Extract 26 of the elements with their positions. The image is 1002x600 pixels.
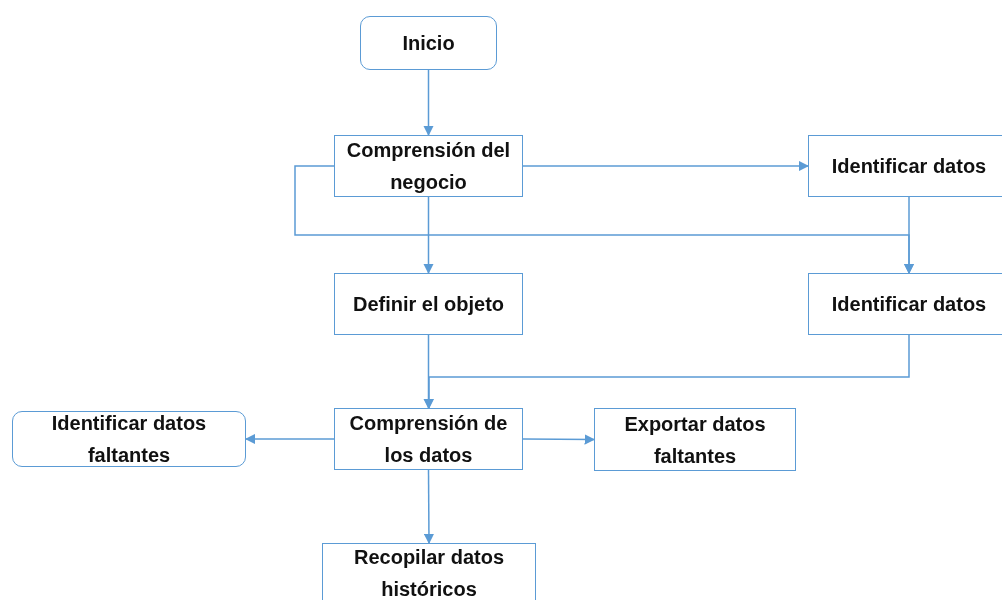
process-box — [334, 273, 523, 335]
arrow — [423, 69, 434, 137]
process-box — [808, 135, 1002, 197]
terminal-box — [12, 411, 246, 467]
process-box — [322, 543, 536, 600]
arrow — [522, 160, 810, 172]
arrow — [423, 469, 435, 545]
node-label: Comprensión del negocio — [345, 138, 512, 195]
arrow — [423, 196, 434, 275]
arrow — [903, 196, 915, 275]
process-box — [334, 408, 523, 470]
arrow — [244, 433, 335, 445]
node-label: Comprensión de los datos — [348, 411, 509, 468]
node-label: Recopilar datos históricos — [352, 545, 505, 600]
node-label: Exportar datos faltantes — [623, 411, 767, 469]
process-box — [334, 135, 523, 197]
node-label: Identificar datos — [831, 154, 987, 179]
arrow — [522, 434, 596, 445]
terminal-box — [360, 16, 497, 70]
node-label: Identificar datos faltantes — [50, 411, 208, 468]
process-box — [594, 408, 796, 471]
arrow — [423, 334, 910, 410]
node-label: Inicio — [402, 31, 455, 56]
process-box — [808, 273, 1002, 335]
node-label: Identificar datos — [831, 292, 987, 317]
node-label: Definir el objeto — [352, 292, 505, 317]
